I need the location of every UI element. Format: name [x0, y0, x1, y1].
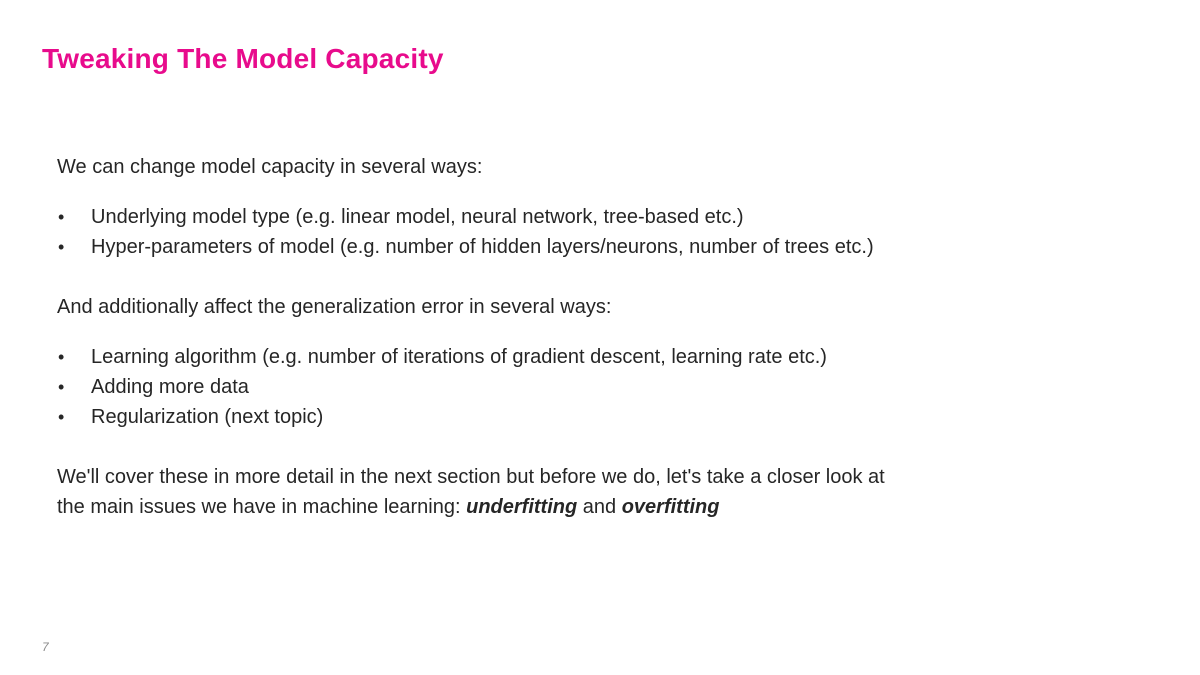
bullet-list-capacity-ways: Underlying model type (e.g. linear model… [57, 202, 1052, 262]
paragraph-generalization-error: And additionally affect the generalizati… [57, 296, 612, 318]
paragraph-closing: We'll cover these in more detail in the … [57, 462, 1052, 522]
list-item: Underlying model type (e.g. linear model… [57, 202, 1052, 232]
slide-body: We can change model capacity in several … [57, 152, 1052, 522]
slide-title: Tweaking The Model Capacity [42, 43, 444, 74]
list-item: Learning algorithm (e.g. number of itera… [57, 342, 1052, 372]
list-item: Regularization (next topic) [57, 402, 1052, 432]
closing-line2-prefix: the main issues we have in machine learn… [57, 496, 467, 518]
bullet-list-generalization-ways: Learning algorithm (e.g. number of itera… [57, 342, 1052, 432]
closing-line1: We'll cover these in more detail in the … [57, 466, 885, 488]
term-overfitting: overfitting [621, 496, 720, 518]
page-number: 7 [42, 640, 49, 654]
paragraph-change-capacity: We can change model capacity in several … [57, 156, 483, 178]
list-item: Adding more data [57, 372, 1052, 402]
term-underfitting: underfitting [466, 496, 578, 518]
list-item: Hyper-parameters of model (e.g. number o… [57, 232, 1052, 262]
closing-connector: and [577, 496, 622, 518]
